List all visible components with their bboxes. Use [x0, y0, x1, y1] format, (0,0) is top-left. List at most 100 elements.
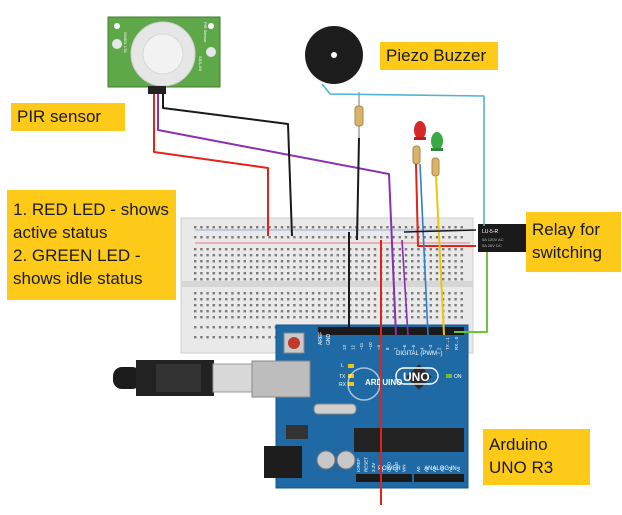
breadboard-hole [287, 304, 290, 307]
breadboard-hole [212, 272, 215, 275]
breadboard-hole [249, 266, 253, 269]
breadboard-hole [336, 316, 339, 319]
breadboard-hole [305, 278, 308, 281]
analog-header [414, 474, 464, 482]
breadboard-hole [404, 316, 408, 319]
analog-pin-label: A3 [440, 466, 445, 472]
breadboard-hole [200, 236, 203, 239]
breadboard-hole [460, 304, 463, 307]
breadboard-hole [336, 260, 339, 263]
breadboard-hole [324, 226, 327, 229]
breadboard-hole [212, 326, 215, 329]
pir-left-text: PIR Sensor [203, 22, 208, 43]
breadboard-hole [454, 254, 457, 257]
breadboard-hole [429, 278, 432, 281]
digital-pin-label: RX←0 [454, 336, 459, 350]
breadboard-hole [336, 292, 339, 295]
breadboard-hole [311, 316, 315, 319]
breadboard-hole [274, 272, 277, 275]
breadboard-hole [225, 292, 228, 295]
analog-pin-label: A1 [424, 466, 429, 472]
breadboard-hole [274, 316, 277, 319]
breadboard-hole [268, 292, 271, 295]
breadboard-hole [194, 226, 197, 229]
reset-button [288, 337, 300, 349]
pir-sensor: SNSEL LTA PIR Sensor SSS-JIS [107, 16, 221, 94]
breadboard-hole [361, 304, 364, 307]
breadboard-hole [330, 278, 333, 281]
breadboard-hole [435, 254, 439, 257]
breadboard-hole [373, 298, 377, 301]
breadboard-hole [318, 248, 321, 251]
breadboard-hole [256, 260, 259, 263]
wire-purple-2 [401, 239, 409, 336]
breadboard-hole [423, 226, 426, 229]
breadboard-hole [200, 304, 203, 307]
breadboard-hole [361, 272, 364, 275]
breadboard-hole [206, 310, 209, 313]
on-led [446, 374, 452, 378]
breadboard-hole [349, 316, 352, 319]
breadboard-hole [212, 278, 215, 281]
breadboard-hole [355, 278, 358, 281]
breadboard-hole [280, 236, 284, 239]
power-pin-label: 3.3V [371, 463, 376, 472]
breadboard-hole [262, 248, 265, 251]
breadboard-hole [324, 260, 327, 263]
breadboard-hole [367, 266, 370, 269]
breadboard-hole [287, 236, 290, 239]
breadboard-hole [305, 226, 308, 229]
breadboard-hole [318, 298, 321, 301]
breadboard-hole [249, 260, 253, 263]
breadboard-hole [218, 226, 222, 229]
breadboard-hole [392, 226, 395, 229]
digital-pin-label: 4 [419, 347, 424, 350]
breadboard-hole [392, 236, 395, 239]
breadboard-hole [392, 248, 395, 251]
breadboard-hole [429, 292, 432, 295]
breadboard-hole [206, 266, 209, 269]
analog-pin-label: A0 [416, 466, 421, 472]
power-pin-label: GND [386, 461, 391, 472]
breadboard-hole [367, 254, 370, 257]
breadboard-hole [293, 248, 296, 251]
breadboard-hole [318, 304, 321, 307]
breadboard-hole [311, 254, 315, 257]
on-label: ON [454, 374, 462, 380]
breadboard-hole [274, 254, 277, 257]
breadboard-hole [225, 248, 228, 251]
breadboard-hole [324, 272, 327, 275]
breadboard-hole [373, 266, 377, 269]
breadboard-hole [324, 304, 327, 307]
breadboard-hole [249, 248, 253, 251]
breadboard-hole [249, 310, 253, 313]
buzzer-resistor [354, 92, 364, 138]
breadboard-hole [398, 260, 401, 263]
breadboard-hole [243, 326, 246, 329]
breadboard-hole [373, 236, 377, 239]
breadboard-hole [349, 266, 352, 269]
breadboard-hole [417, 298, 420, 301]
breadboard-hole [262, 304, 265, 307]
breadboard-hole [429, 272, 432, 275]
breadboard-hole [237, 316, 240, 319]
breadboard-hole [287, 298, 290, 301]
breadboard-hole [231, 310, 234, 313]
breadboard-hole [274, 236, 277, 239]
power-label: POWER [378, 466, 401, 472]
breadboard-hole [349, 310, 352, 313]
breadboard-hole [342, 266, 346, 269]
wire-buzzer-gnd [356, 137, 360, 241]
breadboard-hole [448, 226, 451, 229]
breadboard-hole [274, 226, 277, 229]
breadboard-hole [274, 248, 277, 251]
breadboard-hole [324, 248, 327, 251]
breadboard-hole [293, 266, 296, 269]
breadboard-hole [448, 316, 451, 319]
breadboard-hole [417, 278, 420, 281]
breadboard-hole [225, 326, 228, 329]
breadboard-hole [293, 260, 296, 263]
breadboard-hole [404, 278, 408, 281]
breadboard-hole [448, 310, 451, 313]
